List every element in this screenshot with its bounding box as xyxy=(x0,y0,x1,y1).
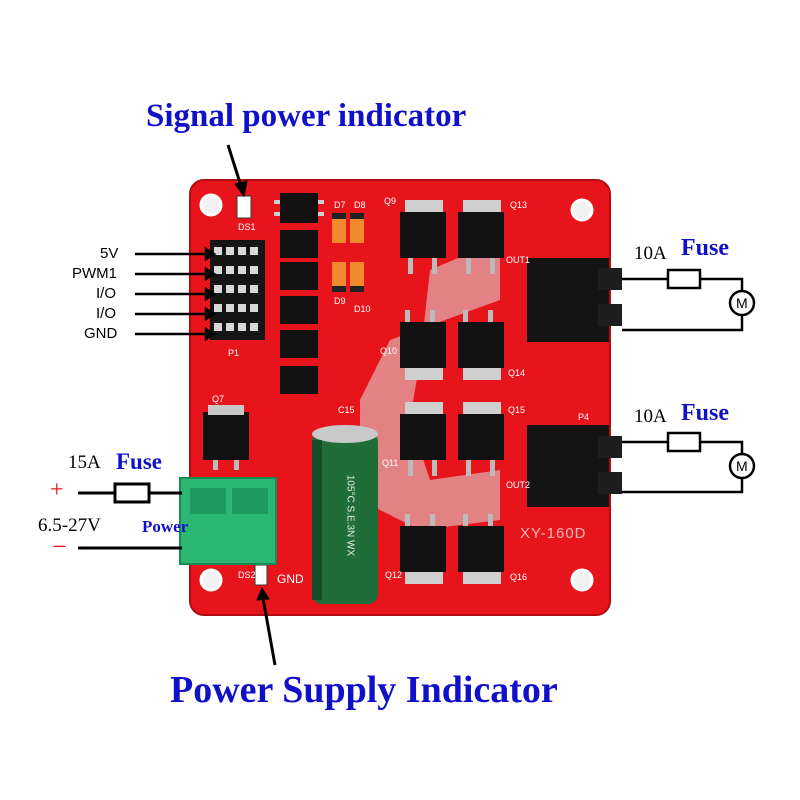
silk-q9: Q9 xyxy=(384,196,397,206)
motor-2-fuse-label: Fuse xyxy=(681,400,729,426)
output-connector-1 xyxy=(527,258,622,342)
silk-ds2: DS2 xyxy=(238,570,256,580)
power-supply-indicator-label: Power Supply Indicator xyxy=(170,669,558,711)
motor-2-m: M xyxy=(736,458,748,474)
silk-p4: P4 xyxy=(578,412,590,422)
input-fuse-rating: 15A xyxy=(68,452,101,473)
optocouplers xyxy=(280,193,318,394)
board-model: XY-160D xyxy=(520,525,587,542)
motor-2-fuse xyxy=(666,431,702,453)
mosfets xyxy=(400,200,504,584)
input-plus-sign: + xyxy=(50,477,64,503)
motor-2-fuse-rating: 10A xyxy=(634,406,667,427)
silk-q10: Q10 xyxy=(380,346,398,356)
silk-q16: Q16 xyxy=(510,572,528,582)
motor-1-m: M xyxy=(736,295,748,311)
silk-q11: Q11 xyxy=(382,458,399,468)
motor-1-symbol xyxy=(728,289,756,317)
pin-label-io-2: I/O xyxy=(96,305,117,322)
input-power-label: Power xyxy=(142,517,189,536)
motor-1-fuse xyxy=(666,268,702,290)
pin-label-io-1: I/O xyxy=(96,285,117,302)
power-indicator-arrow xyxy=(256,586,277,666)
motor-1-fuse-rating: 10A xyxy=(634,243,667,264)
silk-ds1: DS1 xyxy=(238,222,256,232)
power-terminal xyxy=(179,477,277,565)
output-connector-2 xyxy=(527,425,622,507)
silk-d7: D7 xyxy=(334,200,346,210)
silk-gnd: GND xyxy=(277,572,304,586)
silk-q13: Q13 xyxy=(510,200,528,210)
power-led xyxy=(254,564,268,586)
signal-indicator-arrow xyxy=(226,144,248,198)
silk-q14: Q14 xyxy=(508,368,526,378)
motor-2-wiring xyxy=(622,431,756,494)
silk-out1: OUT1 xyxy=(506,255,531,265)
silk-out2: OUT2 xyxy=(506,480,531,490)
silk-q7: Q7 xyxy=(212,394,225,404)
signal-led xyxy=(236,195,252,219)
motor-2-symbol xyxy=(728,452,756,480)
silk-q12: Q12 xyxy=(385,570,403,580)
diodes xyxy=(332,213,364,292)
silk-q15: Q15 xyxy=(508,405,526,415)
silk-p1: P1 xyxy=(228,348,240,358)
silk-d9: D9 xyxy=(334,296,346,306)
motor-1-fuse-label: Fuse xyxy=(681,235,729,261)
motor-1-wiring xyxy=(622,268,756,332)
electrolytic-capacitor xyxy=(312,425,378,604)
mounting-holes xyxy=(199,193,594,592)
input-fuse-label: Fuse xyxy=(116,449,162,474)
header-p1 xyxy=(210,240,265,340)
pin-label-5v: 5V xyxy=(100,245,119,262)
input-fuse xyxy=(113,482,151,504)
pin-label-gnd: GND xyxy=(84,325,118,342)
input-voltage: 6.5-27V xyxy=(38,515,101,536)
silk-c15: C15 xyxy=(338,405,355,415)
transistor-q7 xyxy=(203,405,249,470)
signal-indicator-label: Signal power indicator xyxy=(146,98,467,134)
capacitor-text: 105°C S.E.3N WX xyxy=(344,474,356,557)
pin-wires xyxy=(135,246,217,342)
pin-label-pwm1: PWM1 xyxy=(72,265,117,282)
input-minus-sign: − xyxy=(52,532,67,561)
silk-d8: D8 xyxy=(354,200,366,210)
silk-d10: D10 xyxy=(354,304,371,314)
power-input-wiring xyxy=(78,482,182,550)
